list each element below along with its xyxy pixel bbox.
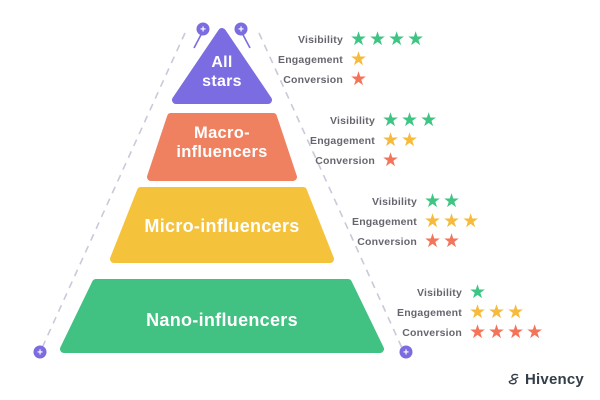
- rating-row: Visibility ★★: [317, 189, 479, 212]
- rating-row: Engagement ★★★: [362, 300, 543, 323]
- star-icon: ★: [443, 229, 461, 252]
- brand-logo: Hivency: [506, 371, 584, 388]
- star-icon: ★: [382, 128, 400, 151]
- star-row: ★: [469, 280, 487, 303]
- star-icon: ★: [350, 67, 368, 90]
- star-icon: ★: [401, 108, 419, 131]
- tier-label-line: Nano-influencers: [146, 310, 298, 330]
- star-row: ★: [350, 47, 368, 70]
- star-icon: ★: [382, 148, 400, 171]
- star-icon: ★: [443, 189, 461, 212]
- rating-group-all-stars: Visibility ★★★★ Engagement ★ Conversion …: [243, 27, 425, 90]
- star-icon: ★: [424, 209, 442, 232]
- star-row: ★: [350, 67, 368, 90]
- star-row: ★★★: [382, 108, 438, 131]
- star-icon: ★: [424, 189, 442, 212]
- star-icon: ★: [462, 209, 480, 232]
- rating-label: Conversion: [357, 236, 417, 248]
- tier-all-stars-shape: [172, 28, 272, 104]
- star-icon: ★: [350, 27, 368, 50]
- rating-row: Engagement ★★★: [317, 209, 480, 232]
- star-row: ★★: [424, 229, 461, 252]
- star-icon: ★: [469, 280, 487, 303]
- hivency-logo-icon: [508, 373, 519, 385]
- vertex-marker-top-left: +: [196, 22, 210, 36]
- rating-label: Engagement: [396, 307, 462, 319]
- star-icon: ★: [507, 320, 525, 343]
- rating-group-micro: Visibility ★★ Engagement ★★★ Conversion …: [317, 189, 480, 252]
- rating-group-macro: Visibility ★★★ Engagement ★★ Conversion …: [275, 108, 438, 171]
- star-row: ★: [382, 148, 400, 171]
- star-icon: ★: [420, 108, 438, 131]
- marker-circle: [234, 22, 248, 36]
- star-icon: ★: [469, 300, 487, 323]
- tier-label-line: influencers: [176, 143, 268, 161]
- rating-row: Conversion ★★: [317, 229, 479, 252]
- star-icon: ★: [488, 300, 506, 323]
- star-icon: ★: [388, 27, 406, 50]
- tier-macro-shape: [147, 113, 297, 181]
- tier-label-micro-influencers: Micro-influencers: [144, 217, 299, 236]
- rating-label: Conversion: [315, 155, 375, 167]
- star-icon: ★: [507, 300, 525, 323]
- rating-label: Visibility: [330, 115, 375, 127]
- rating-row: Engagement ★: [243, 47, 424, 70]
- rating-group-nano: Visibility ★ Engagement ★★★ Conversion ★…: [362, 280, 544, 343]
- star-row: ★★: [382, 128, 419, 151]
- star-row: ★★: [424, 189, 461, 212]
- rating-row: Visibility ★★★★: [243, 27, 425, 50]
- plus-icon: +: [37, 347, 43, 358]
- rating-label: Visibility: [372, 196, 417, 208]
- tier-label-line: All: [211, 54, 233, 71]
- marker-circle: [33, 345, 47, 359]
- rating-label: Engagement: [309, 135, 375, 147]
- tier-label-line: stars: [202, 73, 242, 90]
- rating-label: Engagement: [277, 54, 343, 66]
- plus-icon: +: [238, 24, 244, 35]
- star-icon: ★: [424, 229, 442, 252]
- rating-label: Visibility: [417, 287, 462, 299]
- star-icon: ★: [401, 128, 419, 151]
- tier-label-nano-influencers: Nano-influencers: [146, 311, 298, 330]
- star-icon: ★: [469, 320, 487, 343]
- marker-circle: [196, 22, 210, 36]
- star-icon: ★: [407, 27, 425, 50]
- star-icon: ★: [488, 320, 506, 343]
- rating-row: Visibility ★: [362, 280, 543, 303]
- plus-icon: +: [200, 24, 206, 35]
- rating-label: Conversion: [283, 74, 343, 86]
- rating-label: Engagement: [351, 216, 417, 228]
- tier-label-line: Micro-influencers: [144, 216, 300, 236]
- tier-nano-shape: [60, 279, 384, 353]
- pyramid-guide-left: [41, 32, 186, 349]
- vertex-marker-bottom-left: +: [33, 345, 47, 359]
- rating-label: Visibility: [298, 34, 343, 46]
- rating-label: Conversion: [402, 327, 462, 339]
- star-icon: ★: [369, 27, 387, 50]
- vertex-marker-top-right: +: [234, 22, 248, 36]
- brand-name: Hivency: [525, 371, 584, 388]
- tier-micro-shape: [110, 187, 334, 263]
- star-icon: ★: [382, 108, 400, 131]
- star-row: ★★★: [424, 209, 480, 232]
- marker-circle: [399, 345, 413, 359]
- star-row: ★★★★: [350, 27, 425, 50]
- star-row: ★★★: [469, 300, 525, 323]
- star-row: ★★★★: [469, 320, 544, 343]
- rating-row: Conversion ★★★★: [362, 320, 544, 343]
- star-icon: ★: [350, 47, 368, 70]
- star-icon: ★: [526, 320, 544, 343]
- rating-row: Conversion ★: [243, 67, 424, 90]
- star-icon: ★: [443, 209, 461, 232]
- pyramid-guide-right: [258, 32, 403, 349]
- rating-row: Engagement ★★: [275, 128, 437, 151]
- plus-icon: +: [403, 347, 409, 358]
- tier-label-all-stars: All stars: [202, 53, 242, 91]
- vertex-marker-bottom-right: +: [399, 345, 413, 359]
- tier-label-macro-influencers: Macro- influencers: [176, 124, 267, 162]
- tier-label-line: Macro-: [194, 124, 250, 142]
- rating-row: Conversion ★: [275, 148, 437, 171]
- rating-row: Visibility ★★★: [275, 108, 438, 131]
